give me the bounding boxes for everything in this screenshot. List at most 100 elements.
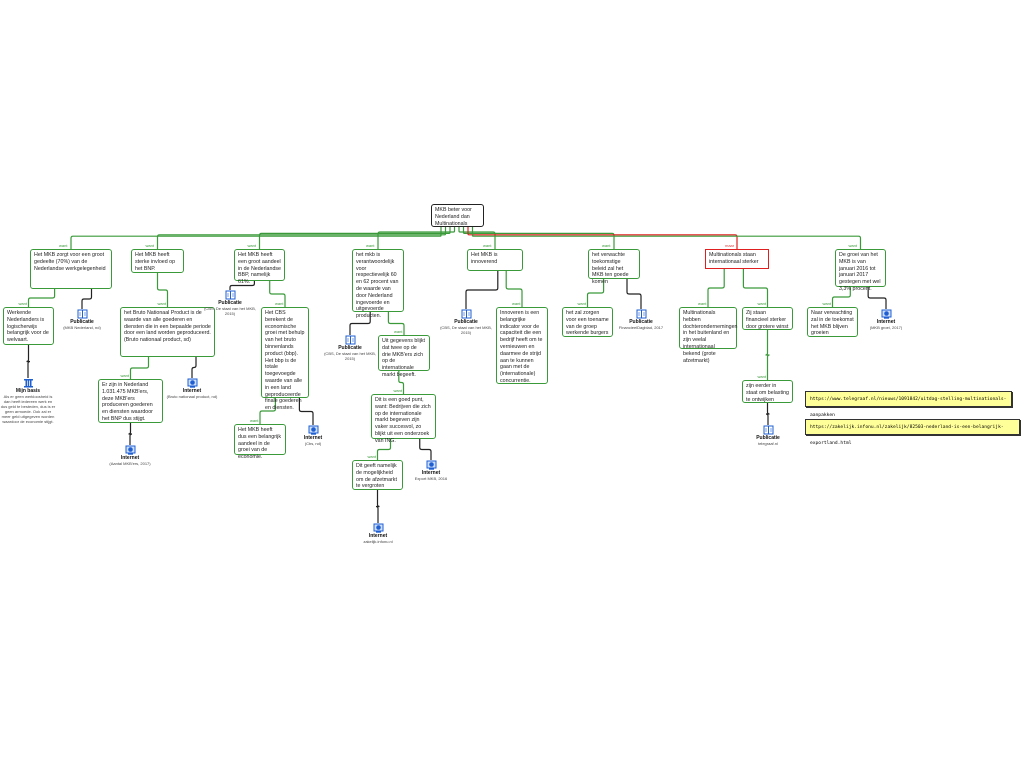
reason-node[interactable]: Dit is een goed punt, want: Bedrijven di… (371, 394, 436, 444)
source-connector (26, 345, 31, 378)
source-ref: Export MKB, 2016 (414, 476, 448, 481)
support-connector (398, 371, 405, 394)
relation-label: want (18, 301, 27, 306)
source-ref: telegraaf.nl (758, 441, 778, 446)
source-internet[interactable]: Internet(Cbs, nd) (283, 425, 343, 446)
support-connector (70, 227, 442, 249)
reason-node[interactable]: Het MKB heeft sterke invloed op het BNP. (131, 249, 184, 273)
relation-label: want (394, 329, 403, 334)
source-ref: (MKB Nederland, nd) (63, 325, 101, 330)
reason-node[interactable]: De groei van het MKB is van januari 2016… (835, 249, 886, 292)
reason-node[interactable]: Het MKB heeft een groot aandeel in de Ne… (234, 249, 285, 285)
reason-node[interactable]: Werkende Nederlanders is logischerwijs b… (3, 307, 54, 345)
source-type: Internet (876, 319, 896, 325)
reason-node[interactable]: het Bruto Nationaal Product is de waarde… (120, 307, 215, 357)
support-connector (742, 269, 769, 307)
support-connector (259, 398, 276, 424)
reason-node[interactable]: Uit gegevens blijkt dat twee op de drie … (378, 335, 430, 378)
source-connector (191, 357, 197, 378)
internet-monitor-icon (426, 460, 436, 470)
source-connector (375, 490, 380, 523)
relation-label: want (59, 243, 68, 248)
source-connector (81, 289, 93, 309)
book-icon (461, 309, 471, 319)
source-type: Internet (421, 470, 441, 476)
source-internet[interactable]: Internet(Aantal MKB'ers, 2017) (100, 445, 160, 466)
book-icon (77, 309, 87, 319)
support-connector (831, 287, 851, 307)
objection-node[interactable]: Multinationals staan internationaal ster… (705, 249, 769, 269)
book-icon (636, 309, 646, 319)
relation-label: want (145, 243, 154, 248)
reason-node[interactable]: Het MKB is innoverend (467, 249, 523, 271)
source-connector (349, 312, 371, 335)
source-type: Publicatie (756, 435, 780, 441)
reason-node[interactable]: het verwachte toekomstige beleid zal het… (588, 249, 640, 285)
source-type: Publicatie (454, 319, 478, 325)
note-url[interactable]: https://www.telegraaf.nl/nieuws/1091842/… (805, 391, 1012, 418)
relation-label: want (757, 374, 766, 379)
relation-label: want (367, 454, 376, 459)
relation-label: want (247, 243, 256, 248)
relation-label: want (698, 301, 707, 306)
reason-node[interactable]: het zal zorgen voor een toename van de g… (562, 307, 613, 337)
internet-monitor-icon (373, 523, 383, 533)
source-connector (229, 281, 255, 290)
book-icon (763, 425, 773, 435)
reason-node[interactable]: Naar verwachting zal in de toekomst het … (807, 307, 858, 337)
support-connector (765, 330, 770, 380)
relation-label: want (602, 243, 611, 248)
support-connector (269, 281, 286, 307)
source-ref: (MKB groei, 2017) (869, 325, 903, 330)
relation-label: want (275, 301, 284, 306)
main-claim[interactable]: MKB beter voor Nederland dan Multination… (431, 204, 484, 227)
source-type: Internet (368, 533, 388, 539)
source-internet[interactable]: Internet(Bruto nationaal product, nd) (162, 378, 222, 399)
source-connector (867, 287, 887, 309)
internet-monitor-icon (125, 445, 135, 455)
reason-node[interactable]: Het CBS berekent de economische groei me… (261, 307, 309, 411)
support-connector (471, 227, 862, 249)
relation-label: want (120, 373, 129, 378)
source-type: Publicatie (338, 345, 362, 351)
source-publicatie[interactable]: Publicatie(CBS, De staat van het MKB, 20… (200, 290, 260, 316)
source-publicatie[interactable]: Publicatie(MKB Nederland, nd) (52, 309, 112, 330)
book-icon (225, 290, 235, 300)
relation-label: want (393, 388, 402, 393)
source-connector (765, 403, 770, 425)
note-url[interactable]: https://zakelijk.infonu.nl/zakelijk/8250… (805, 419, 1020, 446)
source-publicatie[interactable]: Publicatie(CBS, De staat van het MKB, 20… (320, 335, 380, 361)
relation-label: want (512, 301, 521, 306)
reason-node[interactable]: Zij staan financieel sterker door groter… (742, 307, 793, 330)
source-publicatie[interactable]: Publicatie(CBS, De staat van het MKB, 20… (436, 309, 496, 335)
reason-node[interactable]: Innoveren is een belangrijke indicator v… (496, 307, 548, 384)
relation-label: want (250, 418, 259, 423)
source-ref: FinancieelDagblad, 2017 (618, 325, 664, 330)
relation-label: want (848, 243, 857, 248)
internet-monitor-icon (187, 378, 197, 388)
source-ref: (CBS, De staat van het MKB, 2015) (204, 306, 256, 316)
reason-node[interactable]: zijn eerder in staat om belasting te ont… (742, 380, 793, 403)
reason-node[interactable]: Multinationals hebben dochteronderneming… (679, 307, 737, 364)
support-connector (258, 227, 451, 249)
support-connector (156, 273, 169, 307)
pillar-icon (23, 379, 33, 388)
support-connector (586, 279, 605, 307)
relation-label: want (822, 301, 831, 306)
source-internet[interactable]: Internet(MKB groei, 2017) (856, 309, 916, 330)
reason-node[interactable]: Er zijn in Nederland 1.031.475 MKB'ers, … (98, 379, 163, 423)
reason-node[interactable]: Dit geeft namelijk de mogelijkheid om de… (352, 460, 403, 490)
reason-node[interactable]: Het MKB zorgt voor een groot gedeelte (7… (30, 249, 112, 289)
book-icon (345, 335, 355, 345)
reason-node[interactable]: Het MKB heeft dus een belangrijk aandeel… (234, 424, 286, 460)
source-type: Publicatie (629, 319, 653, 325)
reason-node[interactable]: het mkb is verantwoordelijk voor respect… (352, 249, 404, 319)
support-connector (156, 227, 447, 249)
source-type: Internet (120, 455, 140, 461)
